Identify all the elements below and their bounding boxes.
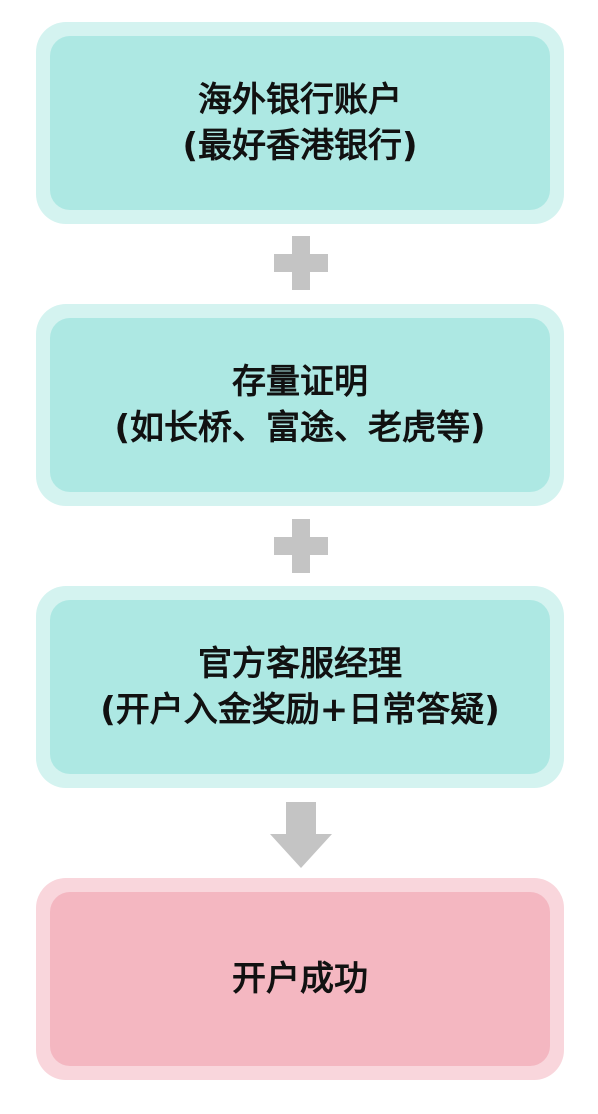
step-title: 官方客服经理 — [198, 644, 402, 684]
step-box: 开户成功 — [50, 892, 550, 1066]
arrow-down-icon — [270, 802, 332, 868]
plus-icon — [274, 519, 328, 573]
step-asset-proof: 存量证明 (如长桥、富途、老虎等) — [36, 304, 564, 506]
step-subtitle: (最好香港银行) — [182, 126, 418, 166]
step-box: 官方客服经理 (开户入金奖励+日常答疑) — [50, 600, 550, 774]
step-title: 开户成功 — [232, 959, 368, 999]
step-box: 存量证明 (如长桥、富途、老虎等) — [50, 318, 550, 492]
step-official-account-manager: 官方客服经理 (开户入金奖励+日常答疑) — [36, 586, 564, 788]
step-box: 海外银行账户 (最好香港银行) — [50, 36, 550, 210]
step-title: 存量证明 — [232, 362, 368, 402]
step-overseas-bank-account: 海外银行账户 (最好香港银行) — [36, 22, 564, 224]
step-title: 海外银行账户 — [198, 80, 402, 120]
step-subtitle: (开户入金奖励+日常答疑) — [100, 690, 500, 730]
step-subtitle: (如长桥、富途、老虎等) — [114, 408, 486, 448]
step-account-opened: 开户成功 — [36, 878, 564, 1080]
plus-icon — [274, 236, 328, 290]
